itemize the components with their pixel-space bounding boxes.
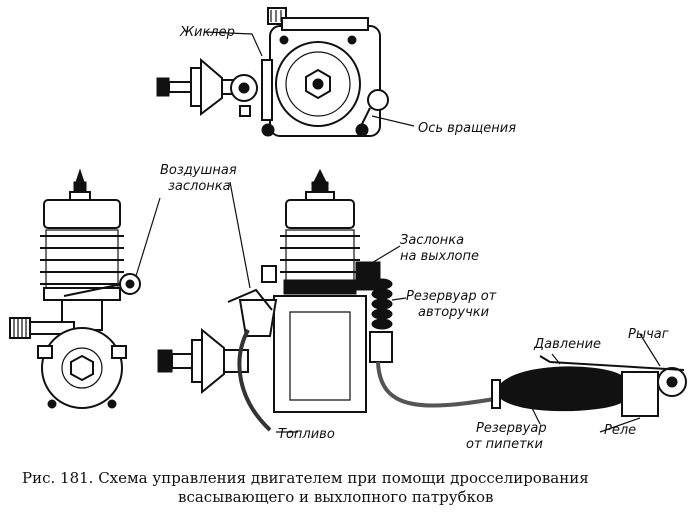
label-air-damper-line2: заслонка bbox=[168, 179, 231, 194]
label-reservoir-pipette-line2: от пипетки bbox=[466, 437, 543, 452]
label-reservoir-pen-line1: Резервуар от bbox=[406, 289, 497, 304]
caption-line1: Рис. 181. Схема управления двигателем пр… bbox=[22, 469, 589, 487]
label-fuel: Топливо bbox=[278, 427, 335, 442]
label-reservoir-pen-line2: авторучки bbox=[418, 305, 489, 320]
label-air-damper-line1: Воздушная bbox=[160, 163, 237, 178]
top-engine-view bbox=[156, 7, 415, 137]
label-relay: Реле bbox=[604, 423, 636, 438]
label-exhaust-damper-line1: Заслонка bbox=[400, 233, 464, 248]
label-jet: Жиклер bbox=[179, 25, 235, 40]
label-exhaust-damper-line2: на выхлопе bbox=[400, 249, 479, 264]
caption-line2: всасывающего и выхлопного патрубков bbox=[178, 488, 493, 506]
label-reservoir-pipette-line1: Резервуар bbox=[476, 421, 547, 436]
label-lever: Рычаг bbox=[628, 327, 669, 342]
label-rotation-axis: Ось вращения bbox=[418, 121, 516, 136]
label-pressure: Давление bbox=[533, 337, 601, 352]
left-engine-view bbox=[9, 168, 161, 409]
main-engine-view bbox=[157, 168, 687, 433]
